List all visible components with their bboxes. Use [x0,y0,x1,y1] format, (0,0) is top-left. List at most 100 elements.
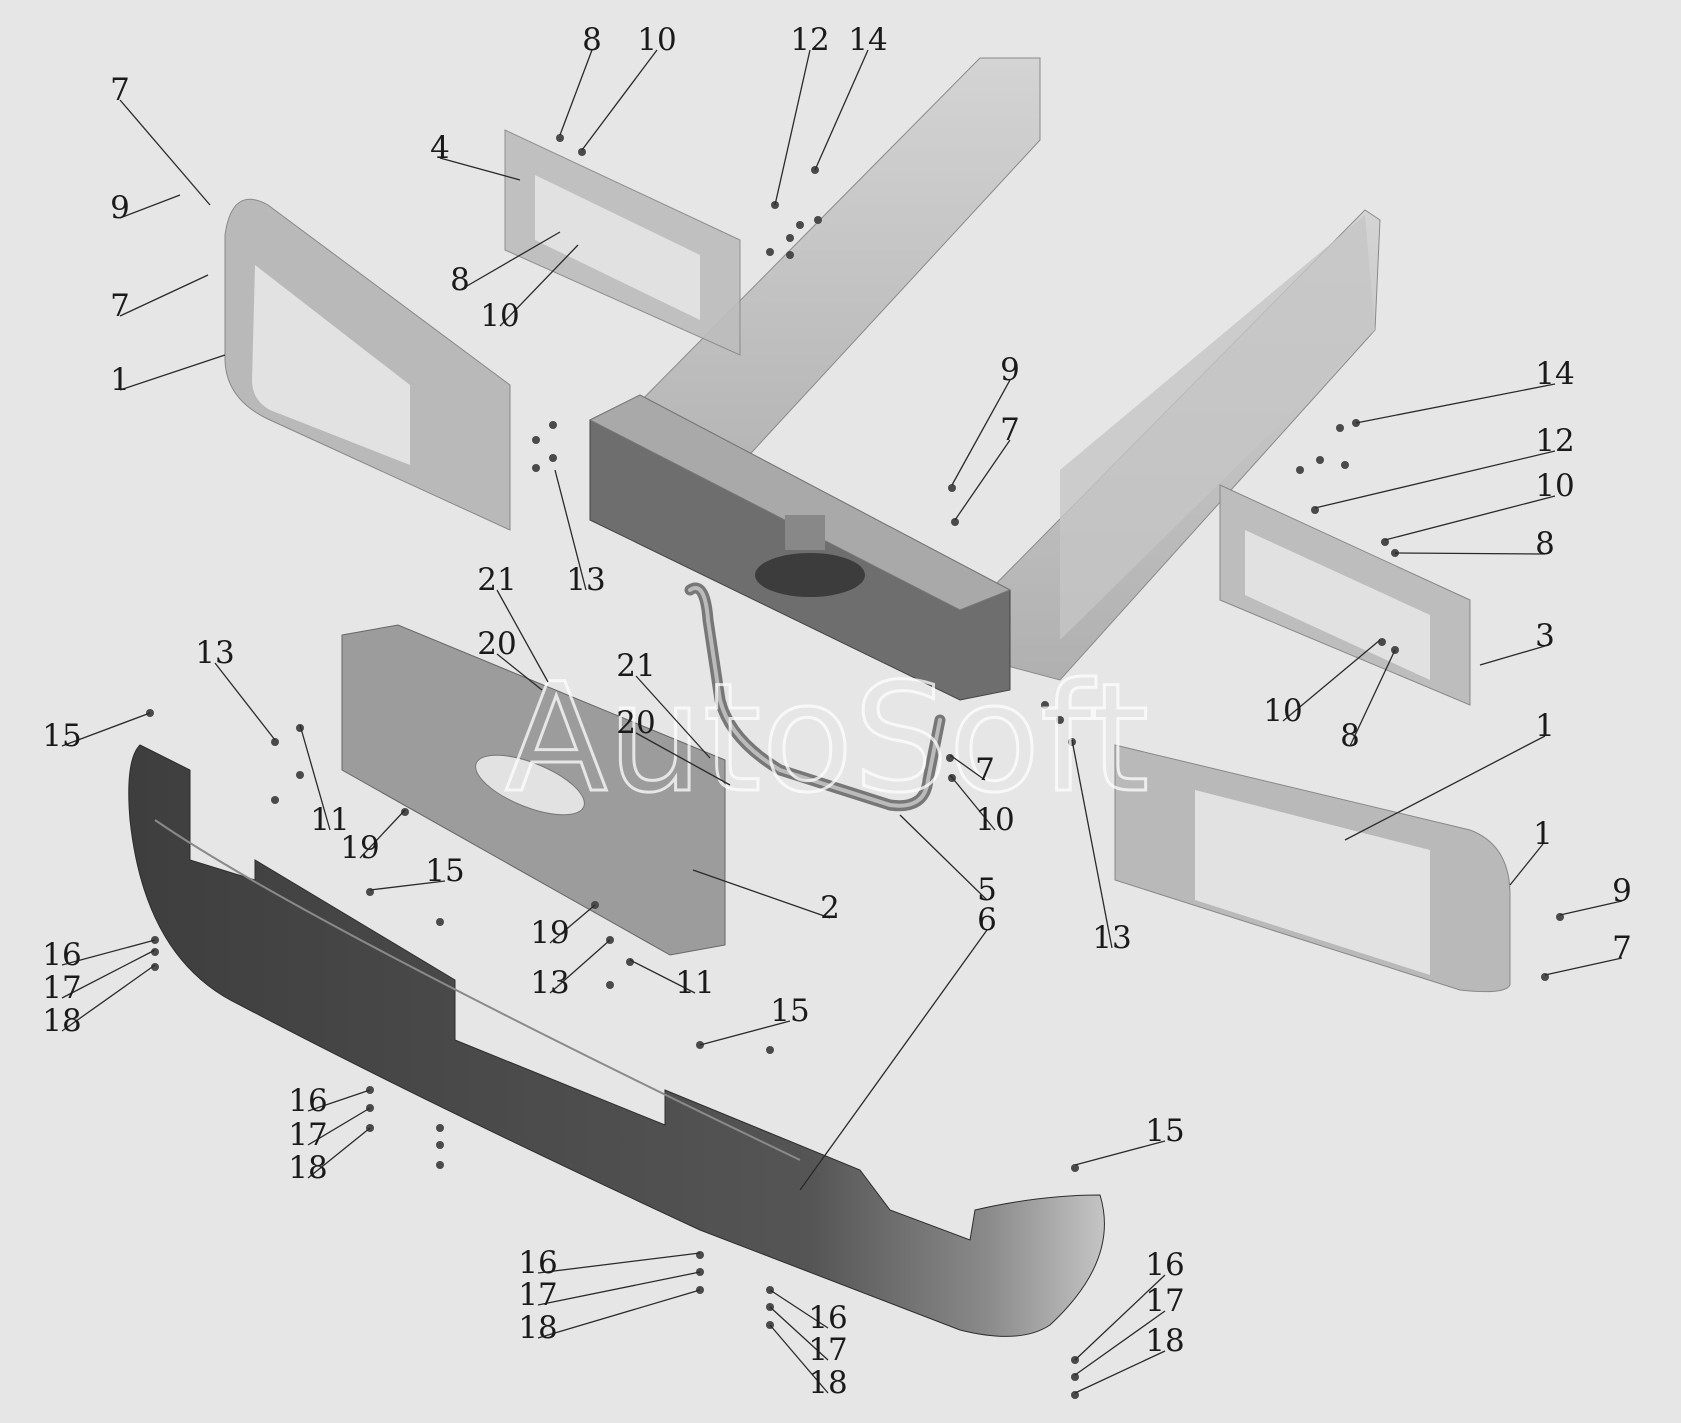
tow-bar [684,582,946,812]
callout-c11a: 11 [310,802,349,838]
fastener [1071,1164,1079,1172]
fastener [1336,424,1344,432]
leader-c1a [119,354,226,391]
side-panel-left [224,198,511,531]
callout-c20a: 20 [477,626,516,662]
leader-c19a [359,809,406,859]
leader-c13a [554,469,587,591]
callout-c12b: 12 [1535,423,1574,459]
leader-c18d [1074,1350,1166,1394]
callout-c18b: 18 [288,1150,327,1186]
front-bumper-shape [128,744,1105,1337]
leader-c8d [1349,649,1396,747]
callout-c9a: 9 [110,190,130,226]
callout-c16e: 16 [808,1300,847,1336]
fastener [1056,716,1064,724]
leader-c10e [949,774,996,831]
callout-c15a: 15 [42,718,81,754]
fastener [436,1124,444,1132]
leader-c9a [119,194,181,219]
leader-c9b [951,379,1011,486]
fastener [578,148,586,156]
callout-c8c: 8 [1535,526,1555,562]
fastener [549,454,557,462]
callout-c12a: 12 [790,22,829,58]
leader-c15b [369,880,446,891]
leader-c17b [307,1107,371,1146]
fastener [626,958,634,966]
fastener [948,484,956,492]
side-panel-left-window [252,265,410,465]
leader-c10d [1282,639,1381,722]
right-rail-web [1060,215,1375,640]
tow-bar-highlight [688,586,942,808]
fastener [766,248,774,256]
bracket-left-window [535,175,700,320]
fastener [786,234,794,242]
leader-c17e [769,1306,829,1361]
callout-c8b: 8 [450,262,470,298]
leader-c5 [899,814,988,901]
callout-c17b: 17 [288,1117,327,1153]
callout-c1b: 1 [1535,708,1555,744]
fastener [1071,1391,1079,1399]
callout-c18e: 18 [808,1365,847,1401]
fastener [1341,461,1349,469]
callout-c15c: 15 [770,993,809,1029]
callout-c6: 6 [977,902,997,938]
callout-c16c: 16 [518,1245,557,1281]
bracket-right [1219,484,1471,706]
leader-c12a [774,49,811,206]
fastener [532,464,540,472]
callout-c10a: 10 [637,22,676,58]
side-panel-right [1114,744,1511,993]
callout-c7e: 7 [1612,930,1632,966]
fastener [549,421,557,429]
callout-c10d: 10 [1263,693,1302,729]
fastener [951,518,959,526]
fastener [401,808,409,816]
callout-c3: 3 [1535,618,1555,654]
leader-c10b [499,244,579,327]
leader-c16d [1074,1274,1166,1361]
leader-c13d [549,939,611,994]
crossmember-slot [755,553,865,597]
leader-c1b [1344,735,1546,841]
callout-c9c: 9 [1612,873,1632,909]
leader-c16e [769,1289,829,1329]
callout-c15b: 15 [425,853,464,889]
leader-c17d [1074,1310,1166,1376]
callout-c16a: 16 [42,937,81,973]
callout-c9b: 9 [1000,352,1020,388]
callout-c7a: 7 [110,72,130,108]
front-crossmember [588,394,1012,701]
fastener [606,981,614,989]
callout-c17c: 17 [518,1277,557,1313]
leader-c8c [1394,552,1546,555]
leader-c2 [692,869,831,919]
leader-c6 [799,929,988,1191]
fastener [1041,701,1049,709]
callout-c10c: 10 [1535,468,1574,504]
callout-c20b: 20 [616,705,655,741]
center-panel [341,624,726,956]
callout-c18c: 18 [518,1310,557,1346]
leader-c10c [1384,495,1556,541]
leader-c15a [61,712,151,747]
leader-c7e [1544,957,1623,976]
fastener [696,1251,704,1259]
bracket-left [504,129,741,356]
crossmember-top-flange [588,394,1012,611]
fastener [1316,456,1324,464]
callout-c1c: 1 [1533,816,1553,852]
callout-c17a: 17 [42,970,81,1006]
leader-c3 [1479,645,1546,666]
leader-c18a [61,964,156,1032]
callout-c17e: 17 [808,1332,847,1368]
callout-c10b: 10 [480,298,519,334]
leader-c11a [299,724,331,831]
leader-c10a [581,49,658,151]
frame-rails [621,57,1381,681]
callout-c21a: 21 [477,562,516,598]
